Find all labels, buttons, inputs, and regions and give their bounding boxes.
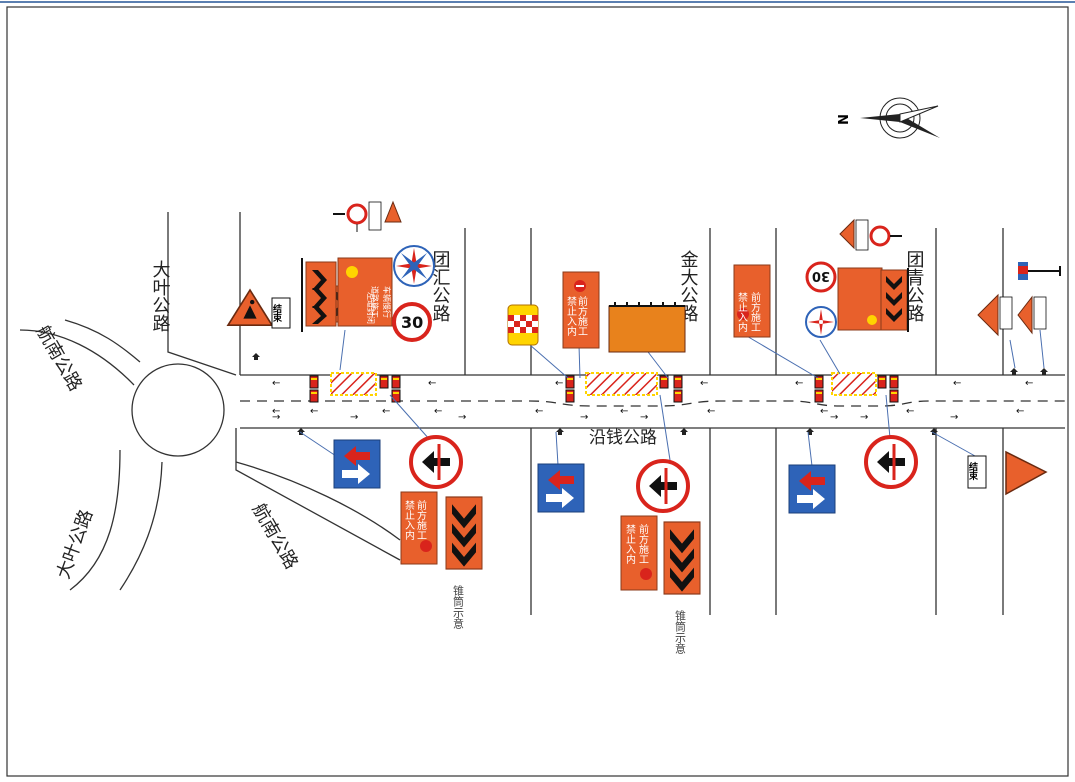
sign-slow-text: 车辆慢行 — [382, 286, 392, 318]
blue-direction-sign-2 — [537, 463, 585, 513]
ahead-work-text-4: 前方施工 — [637, 523, 649, 564]
flag-post — [1018, 262, 1061, 280]
no-entry-text-2: 禁止入内 — [736, 292, 748, 333]
lower-signs: 前方施工 禁止入内 锥筒示意 前方施工 禁止入内 锥筒示意 结束 — [333, 435, 1048, 654]
svg-text:←: ← — [820, 406, 828, 417]
compass-icon: N — [834, 97, 940, 139]
cone-annotation-2: 锥筒示意 — [674, 610, 687, 654]
no-turn-sign-3 — [864, 435, 918, 489]
work-zone-2 — [585, 372, 658, 396]
svg-text:←: ← — [535, 406, 543, 417]
lane-arrows: ← ← ← ← ← ← ← ← ← ← ← ← ← ← ← ← ← → → → → → → → → — [272, 378, 1033, 423]
road-label-jinda: 金大公路 — [678, 250, 699, 322]
svg-text:←: ← — [700, 378, 708, 389]
svg-text:←: ← — [1016, 406, 1024, 417]
sign-ahead-work-2 — [733, 264, 771, 338]
svg-text:←: ← — [428, 378, 436, 389]
svg-text:→: → — [950, 412, 958, 423]
ahead-work-text-3: 前方施工 — [415, 499, 427, 540]
no-turn-sign-1 — [409, 435, 463, 489]
svg-text:←: ← — [620, 406, 628, 417]
end-work-sign-1: 结束 — [227, 289, 291, 329]
barrier-fence — [608, 302, 686, 353]
no-entry-text-4: 禁止入内 — [624, 524, 636, 565]
no-entry-text-1: 禁止入内 — [565, 296, 577, 337]
svg-text:30: 30 — [401, 313, 423, 332]
top-small-sign-2 — [839, 218, 902, 251]
svg-text:→: → — [458, 412, 466, 423]
road-label-yanqian: 沿钱公路 — [589, 428, 657, 448]
barrel-icon — [507, 304, 539, 346]
cone-annotation-1: 锥筒示意 — [452, 585, 465, 629]
sign-left-closed-text: 左道封闭 — [366, 292, 376, 324]
sign-cluster-tuanhui: 左道封闭 道路施工 车辆慢行 30 结束 — [227, 200, 435, 342]
svg-text:→: → — [640, 412, 648, 423]
svg-text:→: → — [272, 412, 280, 423]
sign-cluster-jinda: 前方施工 禁止入内 — [507, 271, 686, 353]
sign-road-work-text: 道路施工 — [370, 286, 380, 318]
svg-text:←: ← — [795, 378, 803, 389]
ahead-work-text-2: 前方施工 — [749, 291, 761, 332]
road-label-daye: 大叶公路 — [150, 260, 171, 332]
svg-text:→: → — [580, 412, 588, 423]
ahead-work-text-1: 前方施工 — [576, 295, 588, 336]
svg-text:←: ← — [310, 406, 318, 417]
work-zone-1 — [330, 372, 377, 396]
leader-lines — [299, 329, 1045, 467]
sign-cluster-tuanqing: 前方施工 禁止入内 30 — [733, 218, 1061, 338]
svg-text:←: ← — [1025, 378, 1033, 389]
work-zone-3 — [831, 372, 877, 396]
svg-text:←: ← — [434, 406, 442, 417]
svg-text:→: → — [830, 412, 838, 423]
wheel-icon — [393, 245, 435, 287]
svg-text:←: ← — [906, 406, 914, 417]
blue-direction-sign-1 — [333, 439, 381, 489]
end-work-sign-2: 结束 — [967, 450, 1048, 496]
end-label-1: 结束 — [271, 303, 282, 323]
svg-text:→: → — [860, 412, 868, 423]
no-turn-sign-2 — [636, 459, 690, 513]
end-label-2: 结束 — [967, 461, 978, 481]
svg-text:30: 30 — [812, 268, 830, 283]
svg-text:N: N — [834, 114, 849, 125]
blue-direction-sign-3 — [788, 464, 836, 514]
speed-limit-sign: 30 — [392, 302, 432, 342]
svg-text:←: ← — [382, 406, 390, 417]
svg-text:←: ← — [953, 378, 961, 389]
speed-limit-sign-2: 30 — [805, 261, 837, 293]
top-small-sign — [333, 200, 402, 232]
svg-text:←: ← — [272, 378, 280, 389]
svg-text:→: → — [350, 412, 358, 423]
svg-text:←: ← — [707, 406, 715, 417]
svg-text:←: ← — [555, 378, 563, 389]
center-dashed-line — [240, 400, 1065, 407]
wheel-icon-2 — [805, 306, 837, 338]
no-entry-text-3: 禁止入内 — [403, 500, 415, 541]
svg-text:←: ← — [272, 406, 280, 417]
right-small-signs — [977, 293, 1047, 337]
